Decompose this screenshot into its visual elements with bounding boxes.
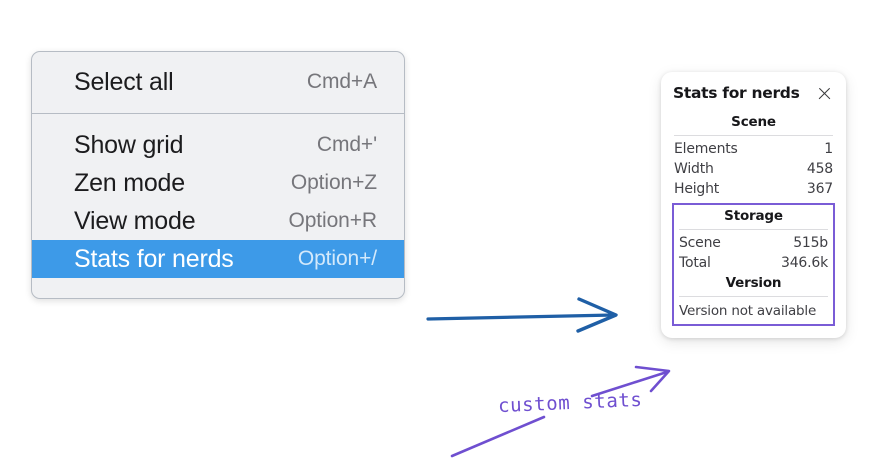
custom-stats-highlight-box: Storage Scene 515b Total 346.6k Version … <box>672 203 835 326</box>
section-divider <box>679 229 828 230</box>
section-divider <box>674 135 833 136</box>
menu-item-label: Zen mode <box>74 168 185 197</box>
menu-item-label: Select all <box>74 67 174 96</box>
stat-label: Total <box>679 255 711 271</box>
stat-value: 458 <box>806 161 833 177</box>
version-not-available-text: Version not available <box>679 303 817 319</box>
blue-arrow-to-stats-panel <box>426 297 618 333</box>
menu-item-shortcut: Option+R <box>288 209 377 232</box>
stats-for-nerds-panel[interactable]: Stats for nerds Scene Elements 1 Width 4… <box>661 72 846 338</box>
menu-item-zen-mode[interactable]: Zen mode Option+Z <box>32 164 404 202</box>
menu-section-1: Select all Cmd+A <box>32 52 404 114</box>
menu-item-label: Stats for nerds <box>74 244 234 273</box>
menu-item-shortcut: Option+Z <box>290 171 377 194</box>
purple-underline-stroke <box>450 415 546 458</box>
menu-item-show-grid[interactable]: Show grid Cmd+' <box>32 126 404 164</box>
stat-label: Elements <box>674 141 738 157</box>
stat-row-elements: Elements 1 <box>672 139 835 159</box>
purple-arrow-to-custom-stats <box>590 365 671 398</box>
canvas-context-menu[interactable]: Select all Cmd+A Show grid Cmd+' Zen mod… <box>31 51 405 299</box>
stats-panel-header: Stats for nerds <box>672 84 835 102</box>
menu-bottom-padding <box>32 278 404 298</box>
stats-section-version: Version Version not available <box>677 273 830 321</box>
stat-label: Width <box>674 161 714 177</box>
menu-item-shortcut: Cmd+' <box>316 133 377 156</box>
menu-item-select-all[interactable]: Select all Cmd+A <box>32 63 404 101</box>
section-heading-storage: Storage <box>724 208 783 224</box>
custom-stats-callout-label: custom stats <box>497 388 643 418</box>
menu-item-shortcut: Cmd+A <box>306 70 377 93</box>
stats-section-storage: Storage Scene 515b Total 346.6k <box>677 206 830 273</box>
close-icon[interactable] <box>816 85 833 102</box>
stat-value: 346.6k <box>781 255 828 271</box>
stat-value: 1 <box>824 141 833 157</box>
section-heading-version: Version <box>725 275 782 291</box>
stat-row-width: Width 458 <box>672 159 835 179</box>
menu-item-stats-for-nerds[interactable]: Stats for nerds Option+/ <box>32 240 404 278</box>
stat-row-scene-size: Scene 515b <box>677 233 830 253</box>
stat-value: 367 <box>806 181 833 197</box>
menu-section-2: Show grid Cmd+' Zen mode Option+Z View m… <box>32 114 404 298</box>
menu-item-label: Show grid <box>74 130 184 159</box>
stats-panel-title: Stats for nerds <box>673 84 800 102</box>
menu-item-shortcut: Option+/ <box>297 247 377 270</box>
menu-item-label: View mode <box>74 206 196 235</box>
section-divider <box>679 296 828 297</box>
stat-value: 515b <box>793 235 828 251</box>
section-heading-scene: Scene <box>731 114 776 130</box>
stat-row-height: Height 367 <box>672 179 835 199</box>
stats-section-scene: Scene Elements 1 Width 458 Height 367 <box>672 112 835 199</box>
stat-row-total-size: Total 346.6k <box>677 253 830 273</box>
stat-label: Height <box>674 181 720 197</box>
menu-item-view-mode[interactable]: View mode Option+R <box>32 202 404 240</box>
stat-label: Scene <box>679 235 721 251</box>
